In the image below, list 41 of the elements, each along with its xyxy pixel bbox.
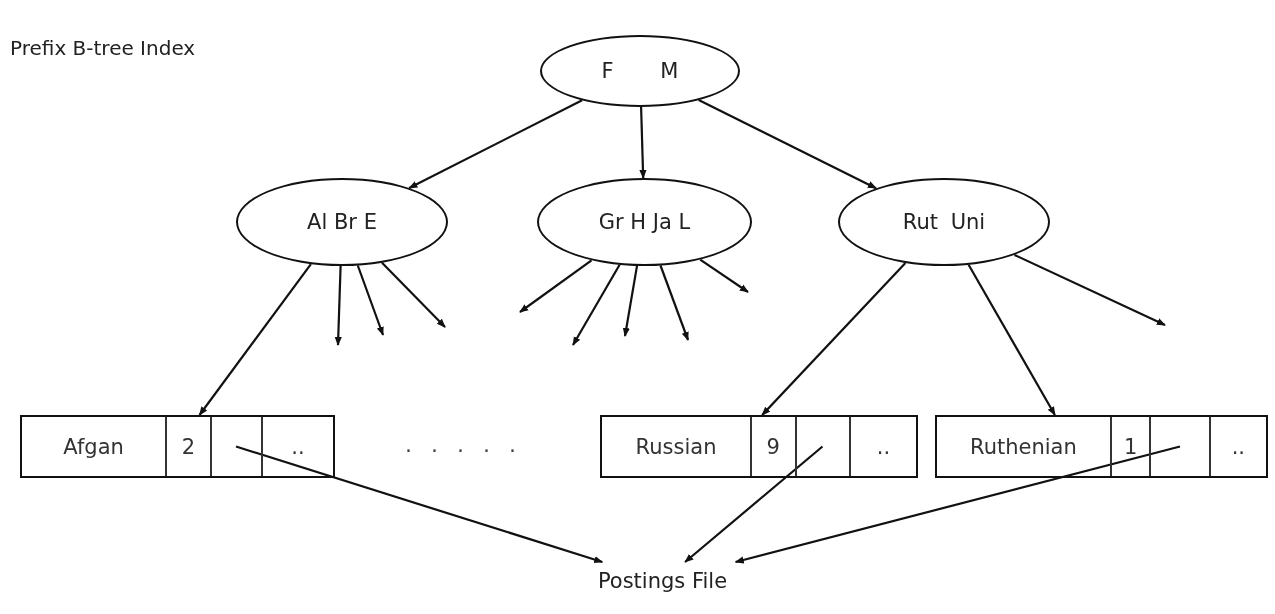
arrow: [235, 445, 604, 564]
arrow: [698, 99, 877, 190]
record-key-cell-text: Russian: [634, 433, 718, 461]
arrow: [408, 99, 583, 189]
arrow: [356, 265, 385, 336]
node-keys: Al Br E: [307, 210, 377, 234]
arrow: [761, 262, 907, 416]
node-keys: Rut Uni: [902, 210, 986, 234]
arrow: [381, 262, 446, 328]
record-box: [600, 415, 918, 478]
arrow: [967, 264, 1056, 416]
record-count-cell: 9: [750, 417, 795, 476]
index-node-ellipse: [838, 178, 1050, 266]
record-count-cell: 2: [165, 417, 210, 476]
record-box: [935, 415, 1268, 478]
arrow: [334, 265, 342, 346]
arrow: [684, 445, 824, 563]
arrow: [1014, 253, 1166, 326]
record-cell: ..: [260, 417, 333, 476]
node-label: Postings File: [565, 562, 760, 600]
arrow: [198, 263, 312, 416]
arrow: [519, 259, 593, 313]
index-node-ellipse: [236, 178, 448, 266]
record-key-cell-text: Afgan: [62, 433, 125, 461]
diagram-title: Prefix B-tree Index: [10, 36, 196, 60]
arrow: [622, 265, 639, 337]
node-keys: Gr H Ja L: [598, 210, 691, 234]
arrow: [639, 106, 647, 179]
arrow: [572, 264, 621, 346]
arrow: [699, 258, 749, 293]
record-cell: ..: [848, 417, 916, 476]
record-box: [20, 415, 335, 478]
index-node-ellipse: [540, 35, 740, 107]
node-keys: F M: [601, 59, 679, 83]
record-key-cell-text: Ruthenian: [969, 433, 1078, 461]
index-node-ellipse: [537, 178, 752, 266]
record-count-cell: 1: [1109, 417, 1150, 476]
ellipsis-label: . . . . .: [405, 432, 522, 457]
arrow: [659, 265, 690, 341]
record-cell: ..: [1208, 417, 1266, 476]
arrow: [734, 445, 1181, 564]
